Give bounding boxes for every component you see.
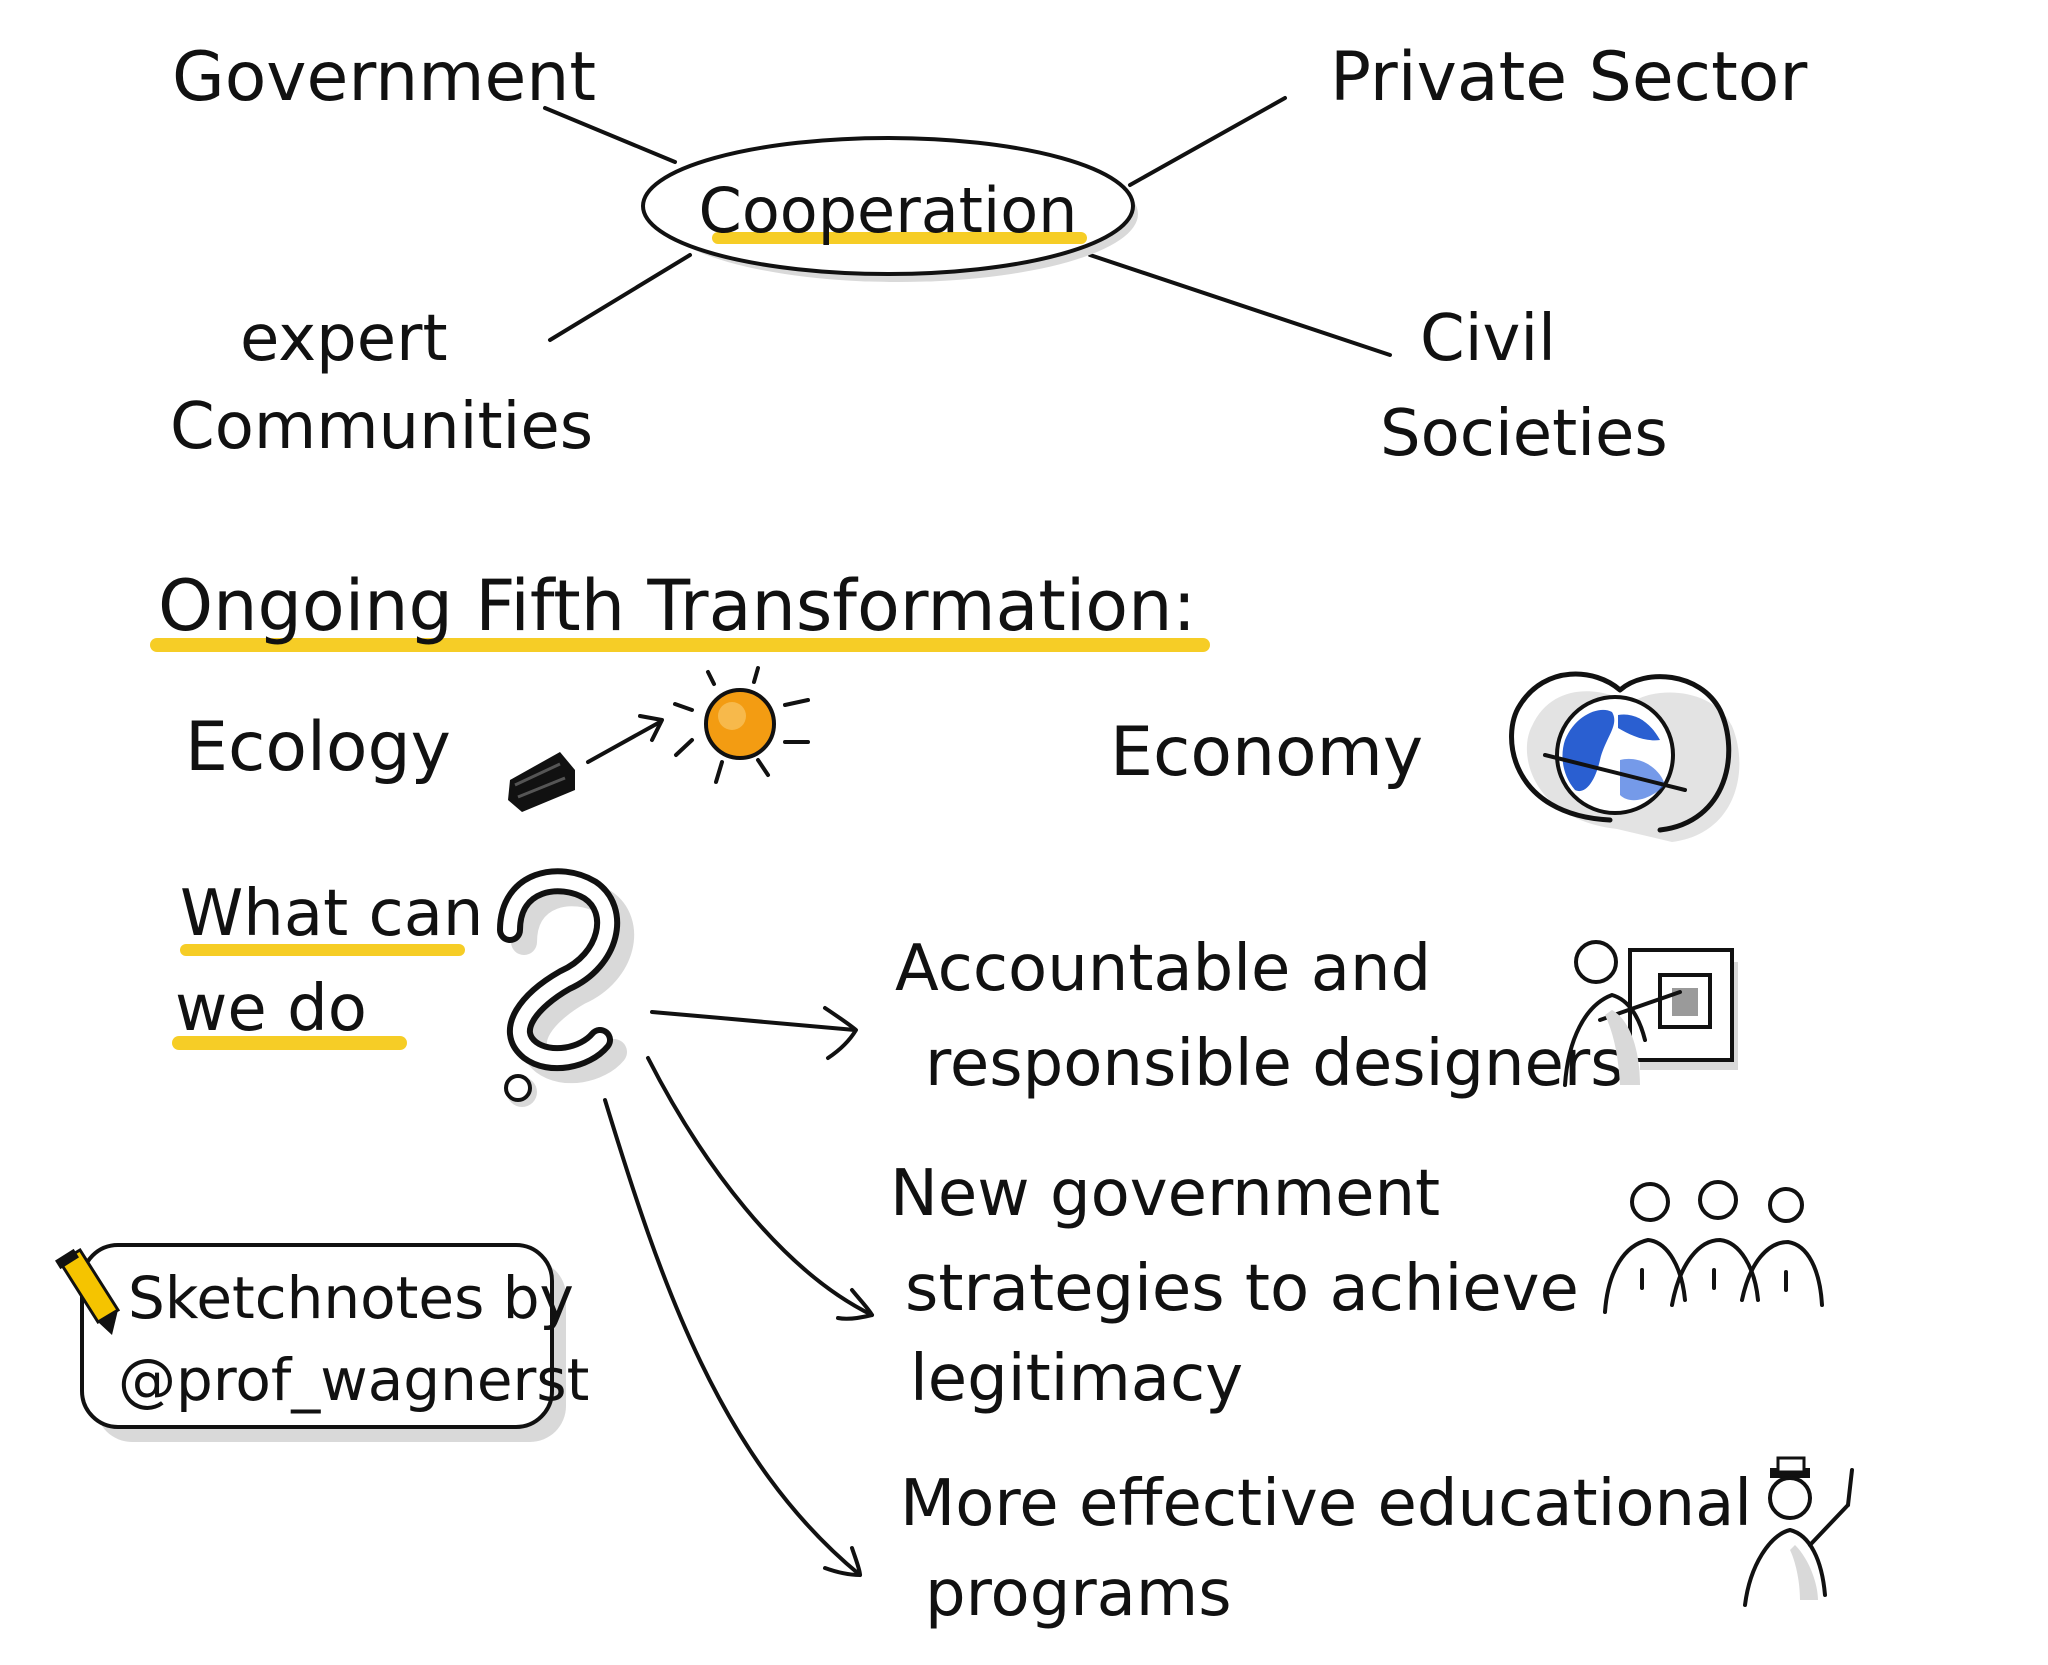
we-do-highlight: [172, 1036, 407, 1050]
answer-2-line2: strategies to achieve: [905, 1252, 1579, 1326]
answer-2-line1: New government: [890, 1157, 1440, 1231]
sun-icon: [673, 666, 810, 784]
transformation-heading: Ongoing Fifth Transformation:: [158, 565, 1196, 647]
node-government: Government: [172, 38, 596, 117]
node-societies: Societies: [1380, 397, 1668, 471]
arrow-to-education: [603, 1098, 862, 1577]
transformation-highlight: [150, 638, 1210, 652]
designer-presenting-icon: [1563, 940, 1738, 1087]
answer-1-line2: responsible designers: [925, 1027, 1624, 1101]
answer-1-line1: Accountable and: [895, 932, 1431, 1006]
cooperation-label: Cooperation: [699, 174, 1078, 247]
arrow-coal-to-sun: [586, 714, 664, 764]
economy-label: Economy: [1110, 713, 1423, 792]
credit-badge: Sketchnotes by @prof_wagnerst: [55, 1243, 589, 1442]
question-mark-icon: [497, 868, 635, 1107]
what-can-highlight: [180, 944, 465, 956]
answer-3-line1: More effective educational: [900, 1467, 1752, 1541]
pencil-icon: [55, 1247, 121, 1335]
globe-icon: [1509, 671, 1740, 842]
ecology-label: Ecology: [185, 708, 451, 787]
credit-line2: @prof_wagnerst: [118, 1346, 589, 1414]
transformation-section: Ongoing Fifth Transformation: Ecology Ec…: [150, 565, 1740, 842]
node-civil: Civil: [1420, 302, 1556, 376]
connector-private-sector: [1128, 96, 1287, 187]
node-private-sector: Private Sector: [1330, 38, 1807, 117]
answers: Accountable and responsible designers Ne…: [890, 932, 1854, 1631]
question-line1: What can: [180, 877, 483, 951]
connector-government: [543, 106, 677, 164]
arrow-to-designers: [650, 1006, 858, 1060]
coal-icon: [508, 752, 575, 812]
connector-civil-societies: [1088, 253, 1392, 357]
question-line2: we do: [175, 972, 367, 1046]
answer-2-line3: legitimacy: [910, 1342, 1243, 1416]
connector-expert-communities: [548, 253, 692, 342]
teacher-icon: [1743, 1456, 1854, 1607]
answer-3-line2: programs: [925, 1557, 1232, 1631]
node-communities: Communities: [170, 390, 593, 464]
credit-line1: Sketchnotes by: [128, 1264, 574, 1332]
arrow-to-government: [646, 1056, 874, 1321]
mindmap: Cooperation Government Private Sector ex…: [170, 38, 1807, 471]
question-section: What can we do: [172, 868, 874, 1577]
credit-badge-frame: [80, 1243, 554, 1429]
group-of-people-icon: [1603, 1180, 1824, 1314]
node-expert: expert: [240, 302, 448, 376]
cooperation-highlight: [712, 232, 1087, 244]
